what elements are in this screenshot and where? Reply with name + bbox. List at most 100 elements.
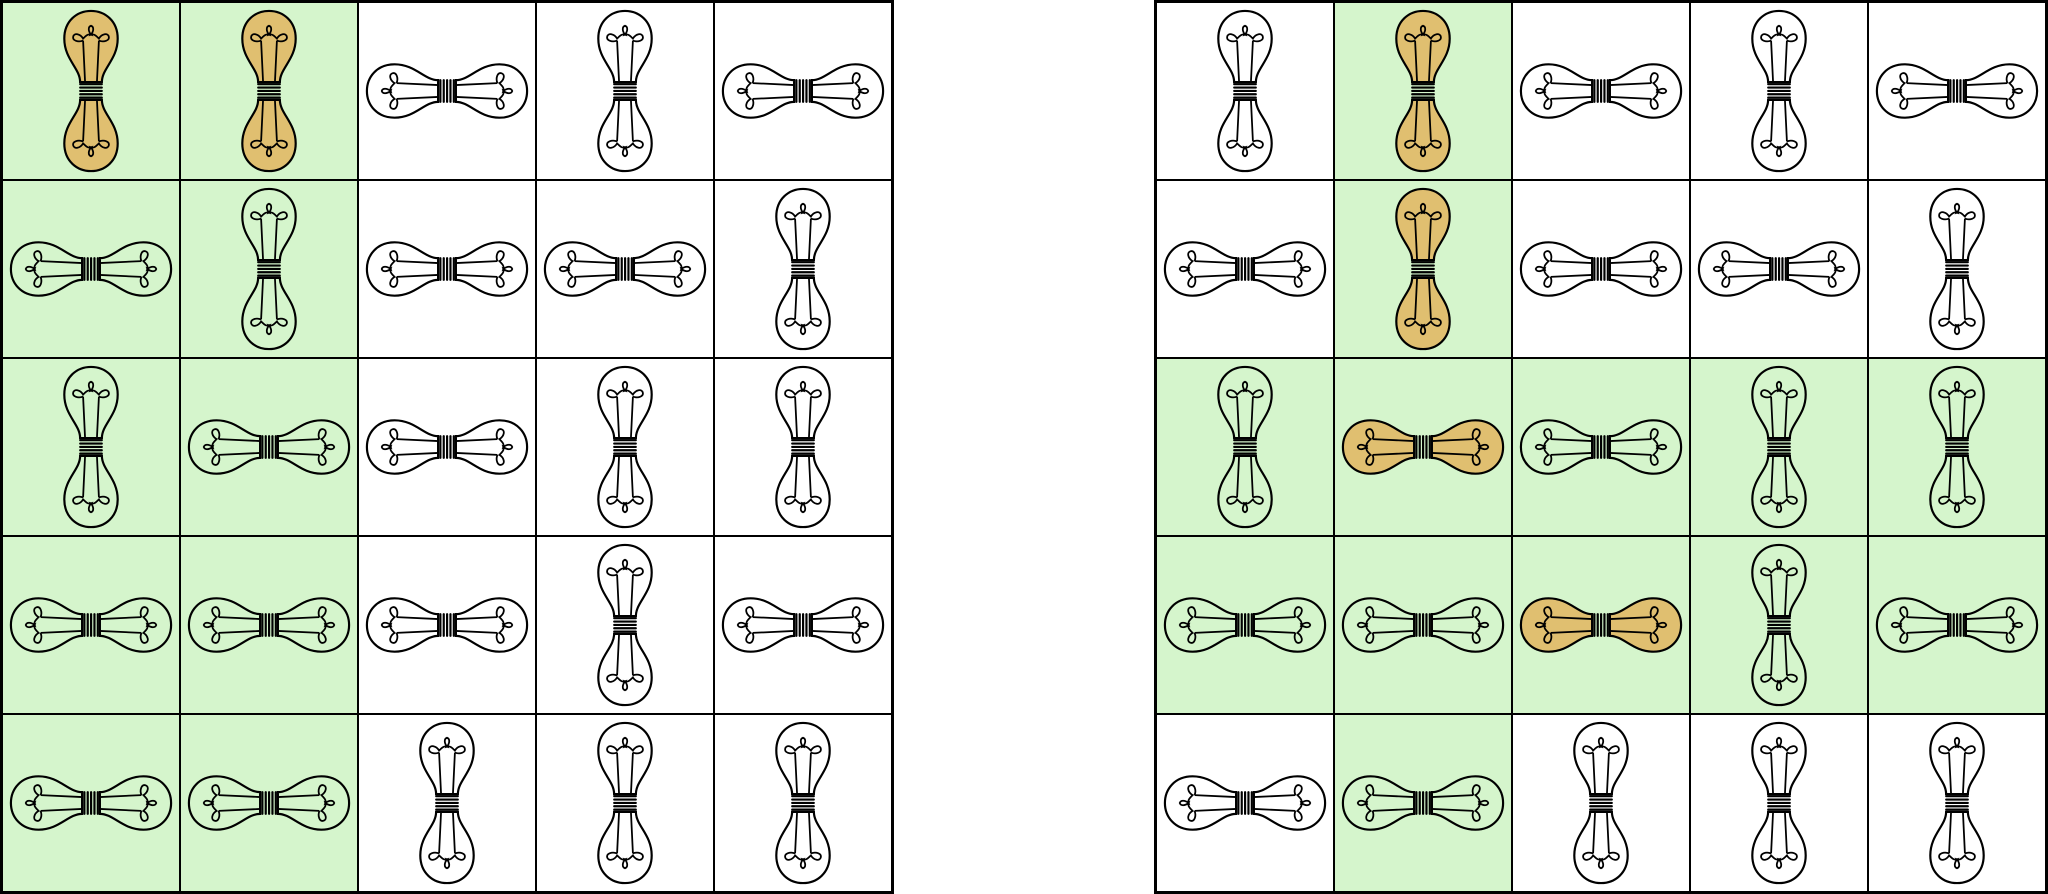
bulb-icon (9, 775, 173, 831)
cell-r2-c5[interactable] (1868, 180, 2046, 358)
cell-r2-c2[interactable] (1334, 180, 1512, 358)
bulb-icon (1697, 241, 1861, 297)
bulb-icon (63, 365, 119, 529)
bulb-icon (1163, 597, 1327, 653)
lit-bulb-icon (63, 9, 119, 173)
bulb-icon (1341, 775, 1505, 831)
cell-r4-c5[interactable] (714, 536, 892, 714)
bulb-icon (775, 721, 831, 885)
cell-r2-c4[interactable] (1690, 180, 1868, 358)
bulb-icon (1751, 543, 1807, 707)
bulb-icon (187, 419, 351, 475)
cell-r1-c5[interactable] (714, 2, 892, 180)
cell-r2-c3[interactable] (1512, 180, 1690, 358)
lit-bulb-icon (1341, 419, 1505, 475)
lit-bulb-icon (1395, 9, 1451, 173)
cell-r2-c5[interactable] (714, 180, 892, 358)
bulb-icon (1519, 63, 1683, 119)
bulb-icon (1929, 365, 1985, 529)
bulb-icon (365, 63, 529, 119)
cell-r3-c3[interactable] (1512, 358, 1690, 536)
cell-r3-c2[interactable] (1334, 358, 1512, 536)
cell-r1-c5[interactable] (1868, 2, 2046, 180)
cell-r4-c3[interactable] (1512, 536, 1690, 714)
cell-r1-c4[interactable] (536, 2, 714, 180)
bulb-icon (775, 365, 831, 529)
lit-bulb-icon (1395, 187, 1451, 351)
cell-r3-c4[interactable] (1690, 358, 1868, 536)
bulb-icon (721, 597, 885, 653)
cell-r3-c2[interactable] (180, 358, 358, 536)
cell-r2-c1[interactable] (2, 180, 180, 358)
cell-r4-c4[interactable] (1690, 536, 1868, 714)
bulb-icon (1929, 721, 1985, 885)
cell-r5-c4[interactable] (1690, 714, 1868, 892)
cell-r3-c5[interactable] (714, 358, 892, 536)
bulb-icon (1519, 241, 1683, 297)
bulb-icon (1875, 63, 2039, 119)
bulb-icon (1875, 597, 2039, 653)
cell-r5-c1[interactable] (1156, 714, 1334, 892)
bulb-icon (1163, 775, 1327, 831)
cell-r5-c3[interactable] (1512, 714, 1690, 892)
cell-r1-c4[interactable] (1690, 2, 1868, 180)
bulb-icon (597, 721, 653, 885)
bulb-icon (187, 597, 351, 653)
board-left (0, 0, 894, 894)
bulb-icon (365, 597, 529, 653)
cell-r1-c2[interactable] (1334, 2, 1512, 180)
lit-bulb-icon (241, 9, 297, 173)
cell-r4-c1[interactable] (1156, 536, 1334, 714)
bulb-icon (543, 241, 707, 297)
bulb-icon (1573, 721, 1629, 885)
lit-bulb-icon (1519, 597, 1683, 653)
cell-r1-c2[interactable] (180, 2, 358, 180)
cell-r4-c3[interactable] (358, 536, 536, 714)
cell-r3-c1[interactable] (1156, 358, 1334, 536)
bulb-icon (241, 187, 297, 351)
cell-r5-c2[interactable] (180, 714, 358, 892)
cell-r1-c3[interactable] (358, 2, 536, 180)
cell-r1-c1[interactable] (1156, 2, 1334, 180)
bulb-icon (1751, 9, 1807, 173)
bulb-icon (1341, 597, 1505, 653)
cell-r5-c4[interactable] (536, 714, 714, 892)
cell-r5-c1[interactable] (2, 714, 180, 892)
cell-r4-c2[interactable] (1334, 536, 1512, 714)
bulb-icon (1751, 721, 1807, 885)
cell-r5-c3[interactable] (358, 714, 536, 892)
bulb-icon (9, 241, 173, 297)
bulb-icon (775, 187, 831, 351)
cell-r1-c3[interactable] (1512, 2, 1690, 180)
board-right (1154, 0, 2048, 894)
cell-r2-c1[interactable] (1156, 180, 1334, 358)
bulb-icon (9, 597, 173, 653)
cell-r2-c2[interactable] (180, 180, 358, 358)
cell-r5-c5[interactable] (714, 714, 892, 892)
cell-r4-c2[interactable] (180, 536, 358, 714)
cell-r2-c4[interactable] (536, 180, 714, 358)
bulb-icon (1217, 365, 1273, 529)
bulb-icon (1751, 365, 1807, 529)
cell-r1-c1[interactable] (2, 2, 180, 180)
cell-r3-c1[interactable] (2, 358, 180, 536)
bulb-icon (365, 419, 529, 475)
cell-r5-c5[interactable] (1868, 714, 2046, 892)
bulb-icon (1519, 419, 1683, 475)
cell-r3-c5[interactable] (1868, 358, 2046, 536)
cell-r3-c3[interactable] (358, 358, 536, 536)
bulb-icon (1929, 187, 1985, 351)
cell-r5-c2[interactable] (1334, 714, 1512, 892)
cell-r4-c4[interactable] (536, 536, 714, 714)
bulb-icon (187, 775, 351, 831)
bulb-icon (419, 721, 475, 885)
cell-r4-c5[interactable] (1868, 536, 2046, 714)
cell-r3-c4[interactable] (536, 358, 714, 536)
bulb-icon (721, 63, 885, 119)
bulb-icon (597, 9, 653, 173)
cell-r4-c1[interactable] (2, 536, 180, 714)
bulb-icon (597, 543, 653, 707)
cell-r2-c3[interactable] (358, 180, 536, 358)
bulb-icon (597, 365, 653, 529)
bulb-icon (1163, 241, 1327, 297)
